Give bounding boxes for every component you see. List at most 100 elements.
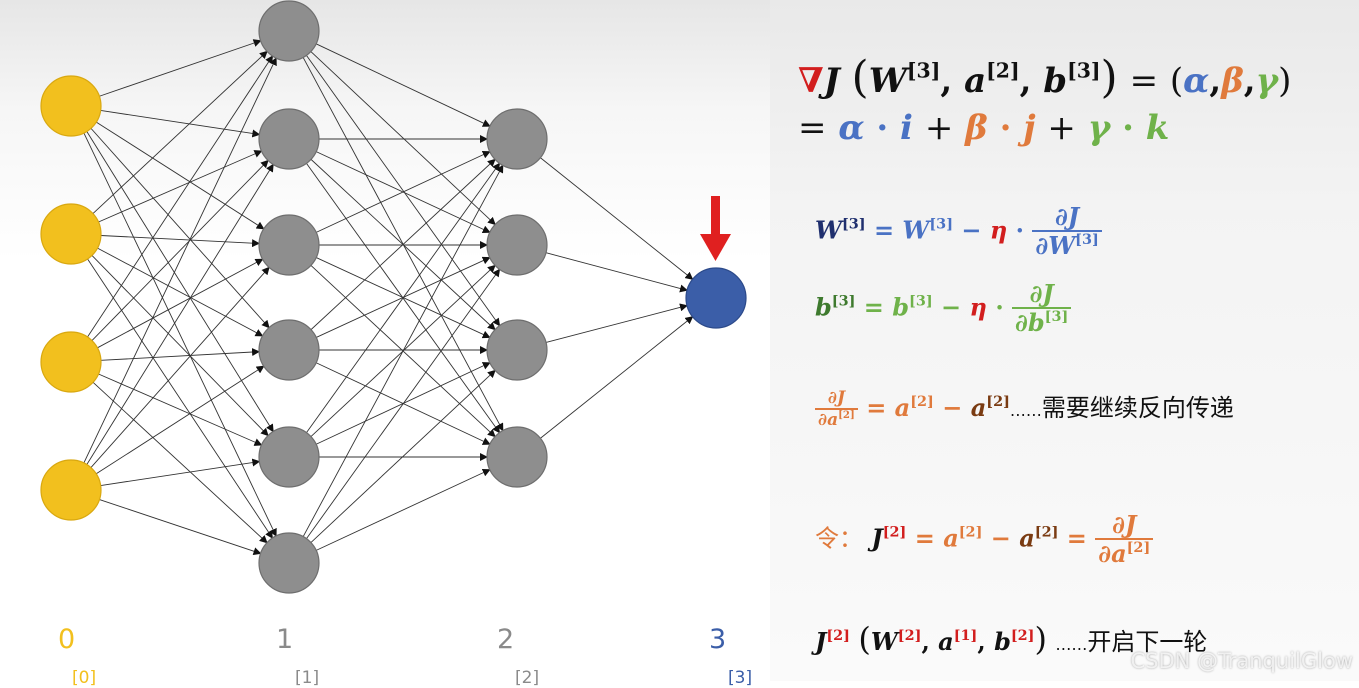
let-frac-den-sup: [2] bbox=[1126, 539, 1151, 557]
dJ-da-a2: a bbox=[970, 393, 987, 422]
hidden1-node bbox=[258, 426, 320, 488]
let-a2: a bbox=[1019, 523, 1035, 553]
b-rhs-sup: [3] bbox=[909, 292, 933, 310]
edge bbox=[91, 255, 269, 437]
edge bbox=[540, 157, 694, 280]
open-paren: ( bbox=[851, 52, 869, 103]
dot-2: · bbox=[999, 108, 1012, 148]
dJ-db-num: ∂J bbox=[1029, 279, 1054, 308]
dJ-da-minus: − bbox=[942, 393, 963, 422]
hidden2-node bbox=[486, 214, 548, 276]
edge bbox=[87, 55, 274, 338]
next-W-sup: [2] bbox=[897, 626, 922, 644]
dJ-db-fraction: ∂J ∂b[3] bbox=[1012, 279, 1072, 337]
hidden2-node bbox=[486, 319, 548, 381]
next-dots: …… bbox=[1055, 635, 1088, 654]
layer-sup-1: [1] bbox=[295, 668, 320, 688]
next-a: a bbox=[938, 627, 954, 656]
layer-sup-2: [2] bbox=[515, 668, 540, 688]
W-dot: · bbox=[1015, 215, 1025, 245]
nabla-symbol: ∇ bbox=[798, 61, 824, 101]
edge bbox=[100, 458, 261, 486]
dJ-da-eq: = bbox=[866, 393, 887, 422]
let-eq: = bbox=[914, 523, 935, 553]
backprop-note: 需要继续反向传递 bbox=[1041, 394, 1234, 422]
gradient-formula-line2: = α · i + β · j + γ · k bbox=[798, 108, 1169, 148]
let-a1-sup: [2] bbox=[958, 523, 983, 541]
dJ-da-a1-sup: [2] bbox=[910, 392, 934, 410]
W-update-formula: W[3] = W[3] − η · ∂J ∂W[3] bbox=[815, 202, 1102, 261]
let-J-sup: [2] bbox=[882, 523, 907, 541]
dJ-dW-den-sup: [3] bbox=[1075, 231, 1099, 249]
b-lhs-sup: [3] bbox=[831, 292, 856, 310]
next-open-paren: ( bbox=[858, 620, 871, 658]
dJ-db-den-sup: [3] bbox=[1044, 308, 1069, 326]
W-eq: = bbox=[873, 215, 895, 245]
network-nodes bbox=[40, 0, 747, 594]
W-minus: − bbox=[961, 215, 982, 245]
let-J: J bbox=[871, 523, 883, 553]
edge bbox=[92, 50, 268, 214]
formula-panel: ∇J (W[3], a[2], b[3]) = (α,β,γ) = α · i … bbox=[770, 0, 1359, 681]
layer-sup-0: [0] bbox=[72, 668, 97, 688]
b-dot: · bbox=[995, 292, 1004, 322]
edge bbox=[99, 499, 262, 556]
next-J-sup: [2] bbox=[826, 626, 850, 644]
plus-1: + bbox=[924, 108, 954, 148]
next-round-note: 开启下一轮 bbox=[1087, 628, 1208, 656]
output-pointer-arrow bbox=[700, 196, 731, 261]
dJ-dW-num: ∂J bbox=[1054, 202, 1080, 231]
J-symbol: J bbox=[823, 61, 840, 101]
a-sup: [2] bbox=[986, 58, 1020, 83]
tuple-close: ) bbox=[1278, 61, 1292, 101]
edge bbox=[83, 57, 277, 464]
edge bbox=[86, 163, 274, 465]
b-eq: = bbox=[863, 292, 884, 322]
dJ-dW-den: ∂W bbox=[1035, 231, 1076, 261]
edge bbox=[100, 235, 261, 248]
hidden1-node bbox=[258, 319, 320, 381]
W-rhs: W bbox=[902, 215, 930, 245]
edge bbox=[316, 468, 491, 551]
layer-label-3: 3 bbox=[709, 624, 727, 655]
edge bbox=[90, 128, 270, 329]
gamma-symbol: γ bbox=[1255, 61, 1279, 101]
let-prefix: 令： bbox=[815, 524, 863, 553]
W-symbol: W bbox=[868, 61, 907, 101]
dJ-da-den: ∂a bbox=[818, 410, 839, 431]
equals-sign: = bbox=[1129, 61, 1159, 101]
let-eq2: = bbox=[1066, 523, 1087, 553]
hidden2-node bbox=[486, 426, 548, 488]
eta-symbol-W: η bbox=[989, 215, 1008, 245]
next-W: W bbox=[870, 627, 898, 656]
arrow-shaft bbox=[711, 196, 720, 236]
arrow-head bbox=[700, 234, 731, 261]
edge bbox=[316, 150, 491, 233]
alpha-term: α bbox=[838, 108, 865, 148]
output-node bbox=[685, 267, 747, 329]
hidden1-node bbox=[258, 532, 320, 594]
edge bbox=[86, 131, 274, 433]
edge bbox=[302, 164, 504, 537]
edge bbox=[90, 266, 270, 468]
hidden1-node bbox=[258, 214, 320, 276]
edge bbox=[545, 303, 688, 343]
b-minus: − bbox=[941, 292, 962, 322]
layer-label-2: 2 bbox=[497, 624, 515, 655]
k-vector: k bbox=[1145, 108, 1170, 148]
edge bbox=[100, 348, 261, 361]
j-vector: j bbox=[1023, 108, 1036, 148]
edge bbox=[87, 258, 273, 539]
hidden1-node bbox=[258, 108, 320, 170]
beta-symbol: β bbox=[1221, 61, 1244, 101]
let-J2-formula: 令： J[2] = a[2] − a[2] = ∂J ∂a[2] bbox=[815, 511, 1154, 568]
W-lhs: W bbox=[815, 215, 842, 245]
a-symbol: a bbox=[964, 61, 987, 101]
let-fraction: ∂J ∂a[2] bbox=[1095, 511, 1154, 568]
next-b-sup: [2] bbox=[1010, 626, 1035, 644]
let-minus: − bbox=[990, 523, 1011, 553]
edge bbox=[98, 150, 263, 223]
dot-3: · bbox=[1122, 108, 1134, 148]
tuple-open: ( bbox=[1169, 61, 1184, 101]
next-a-sup: [1] bbox=[953, 626, 978, 644]
